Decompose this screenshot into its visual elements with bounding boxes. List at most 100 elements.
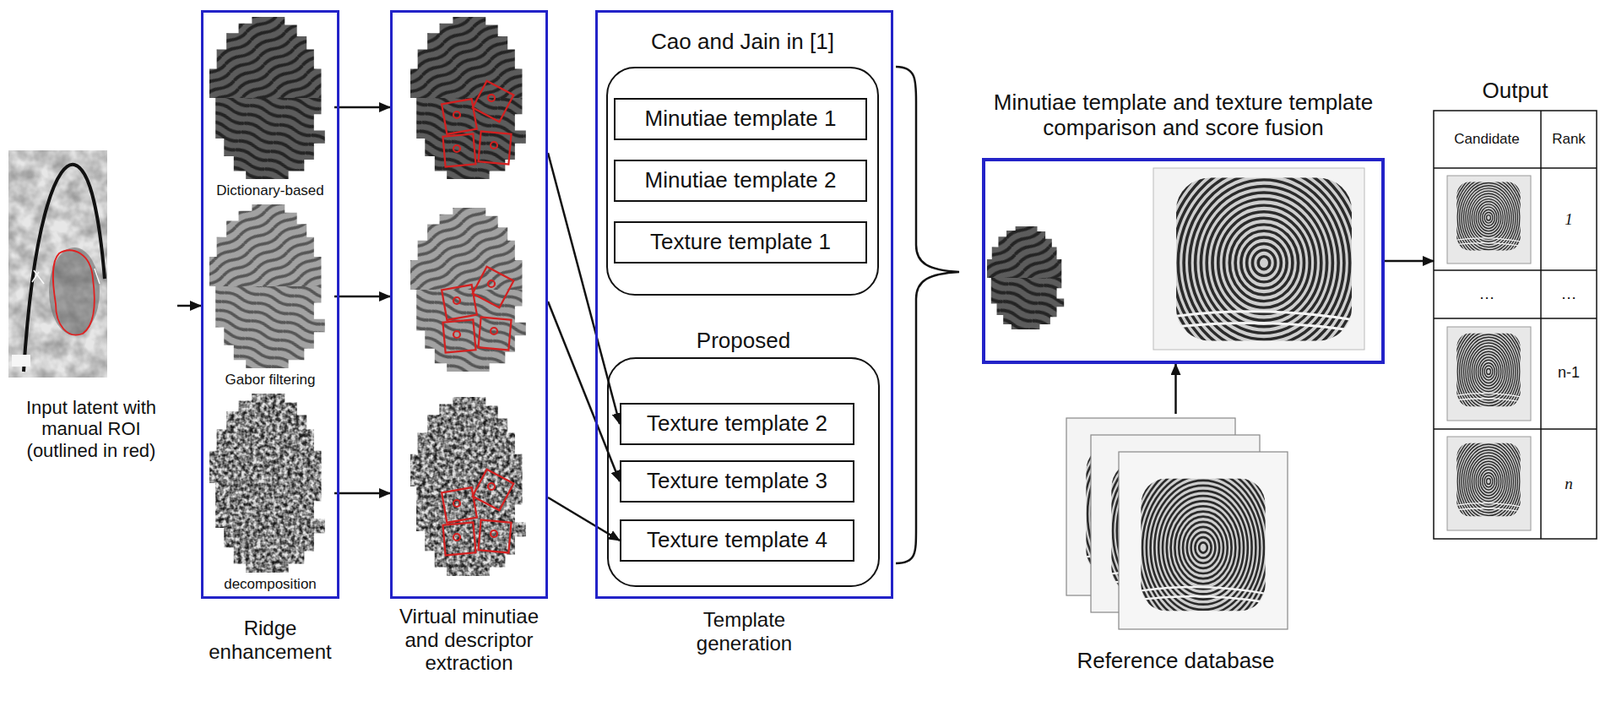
table-header: Candidate: [1453, 131, 1520, 148]
art-detail: [209, 393, 331, 573]
node-label: Ridge enhancement: [194, 616, 347, 663]
node-label: Reference database: [1059, 648, 1292, 674]
art-detail: [1433, 428, 1597, 430]
art-detail: [1433, 110, 1597, 539]
art-detail: [209, 393, 331, 573]
node-label: Minutiae template 1: [645, 106, 837, 132]
reference-print: [1149, 135, 1378, 391]
node-label: Template generation: [672, 607, 817, 655]
comparison-panel: Minutiae template and texture template c…: [981, 157, 1385, 364]
input-image: Input latent with manual ROI (outlined i…: [5, 148, 178, 463]
template-box: Texture template 1: [613, 221, 868, 264]
flow-arrow: [177, 304, 201, 308]
node-label: Texture template 3: [646, 468, 828, 494]
art-detail: [1433, 269, 1597, 272]
node-label: Minutiae template and texture template c…: [955, 90, 1412, 142]
flow-arrow: [547, 152, 620, 424]
gabor-minutiae-image: [410, 207, 532, 372]
node-label: Texture template 1: [650, 229, 831, 255]
node-label: Cao and Jain in [1]: [606, 29, 879, 55]
candidate-cards: [1447, 163, 1531, 538]
template-box: Minutiae template 2: [613, 159, 868, 202]
art-detail: [209, 204, 331, 287]
rank-value: n-1: [1557, 364, 1580, 382]
method-group: ProposedTexture template 2Texture templa…: [607, 357, 880, 587]
node-label: Proposed: [607, 328, 880, 354]
ellipsis-cell: …: [1561, 285, 1578, 304]
art-detail: [1122, 444, 1285, 651]
flow-arrow: [1174, 363, 1177, 414]
template-box: Texture template 3: [619, 460, 855, 503]
art-detail: [11, 354, 31, 367]
node-label: decomposition: [206, 575, 335, 593]
art-detail: [48, 247, 100, 336]
art-detail: [987, 277, 1069, 330]
art-detail: [209, 16, 331, 98]
art-detail: [32, 268, 100, 284]
stage-panel: Ridge enhancementDictionary-basedGabor f…: [200, 10, 340, 599]
dictionary-minutiae-image: [410, 16, 532, 179]
node-label: Dictionary-based: [206, 182, 335, 200]
art-detail: [1433, 167, 1597, 169]
stage-panel: Virtual minutiae and descriptor extracti…: [390, 10, 548, 599]
art-detail: [1540, 110, 1542, 539]
art-detail: [410, 289, 532, 372]
node-label: Gabor filtering: [206, 371, 335, 389]
comparison-latent: [987, 226, 1069, 330]
node-label: Texture template 2: [646, 411, 828, 437]
input-latent-image: [8, 150, 108, 378]
gabor-enhanced-image: [209, 204, 331, 369]
art-detail: [410, 396, 532, 576]
minutiae-marks: [441, 81, 514, 168]
node-label: Virtual minutiae and descriptor extracti…: [385, 604, 554, 675]
template-box: Texture template 2: [619, 402, 855, 445]
flow-arrow: [547, 301, 620, 482]
art-detail: [1447, 423, 1530, 538]
rank-value: 1: [1564, 211, 1573, 229]
art-detail: [410, 16, 532, 98]
curly-brace: [895, 66, 960, 564]
art-detail: [1447, 163, 1530, 272]
rank-value: n: [1564, 475, 1573, 494]
enhanced-image: Dictionary-based: [206, 13, 335, 201]
node-label: Input latent with manual ROI (outlined i…: [5, 396, 178, 462]
database-stack: Reference database: [1059, 413, 1292, 676]
minutiae-marks: [441, 266, 514, 353]
art-detail: [410, 97, 532, 179]
art-detail: [1447, 314, 1530, 429]
decomposition-minutiae-image: [410, 396, 532, 576]
art-detail: [987, 226, 1069, 278]
art-detail: [209, 97, 331, 179]
dictionary-enhanced-image: [209, 16, 331, 179]
output-table-grid: [1433, 110, 1597, 539]
enhanced-image: decomposition: [206, 391, 335, 595]
art-detail: [410, 207, 532, 290]
art-detail: [1433, 317, 1597, 320]
decomposition-enhanced-image: [209, 393, 331, 573]
template-box: Texture template 4: [619, 519, 855, 562]
stage-panel: Template generationCao and Jain in [1]Mi…: [595, 10, 894, 599]
art-detail: [8, 150, 108, 378]
node-label: Minutiae template 2: [645, 168, 837, 194]
template-box: Minutiae template 1: [613, 97, 868, 141]
ellipsis-cell: …: [1479, 285, 1496, 304]
art-detail: [53, 249, 95, 335]
reference-cards: [1066, 410, 1288, 651]
enhanced-image: Gabor filtering: [206, 202, 335, 391]
flow-arrow: [334, 492, 391, 495]
flow-arrow: [334, 295, 391, 299]
flow-arrow: [1384, 260, 1434, 263]
method-group: Cao and Jain in [1]Minutiae template 1Mi…: [606, 66, 879, 296]
art-detail: [23, 164, 105, 372]
art-detail: [410, 396, 532, 576]
art-detail: [1149, 135, 1378, 391]
node-label: Output: [1433, 78, 1597, 104]
flow-arrow: [334, 106, 391, 109]
node-label: Texture template 4: [646, 527, 828, 554]
art-detail: [209, 286, 331, 369]
flow-arrow: [547, 497, 620, 541]
art-detail: [8, 150, 108, 378]
minutiae-marks: [441, 469, 514, 556]
